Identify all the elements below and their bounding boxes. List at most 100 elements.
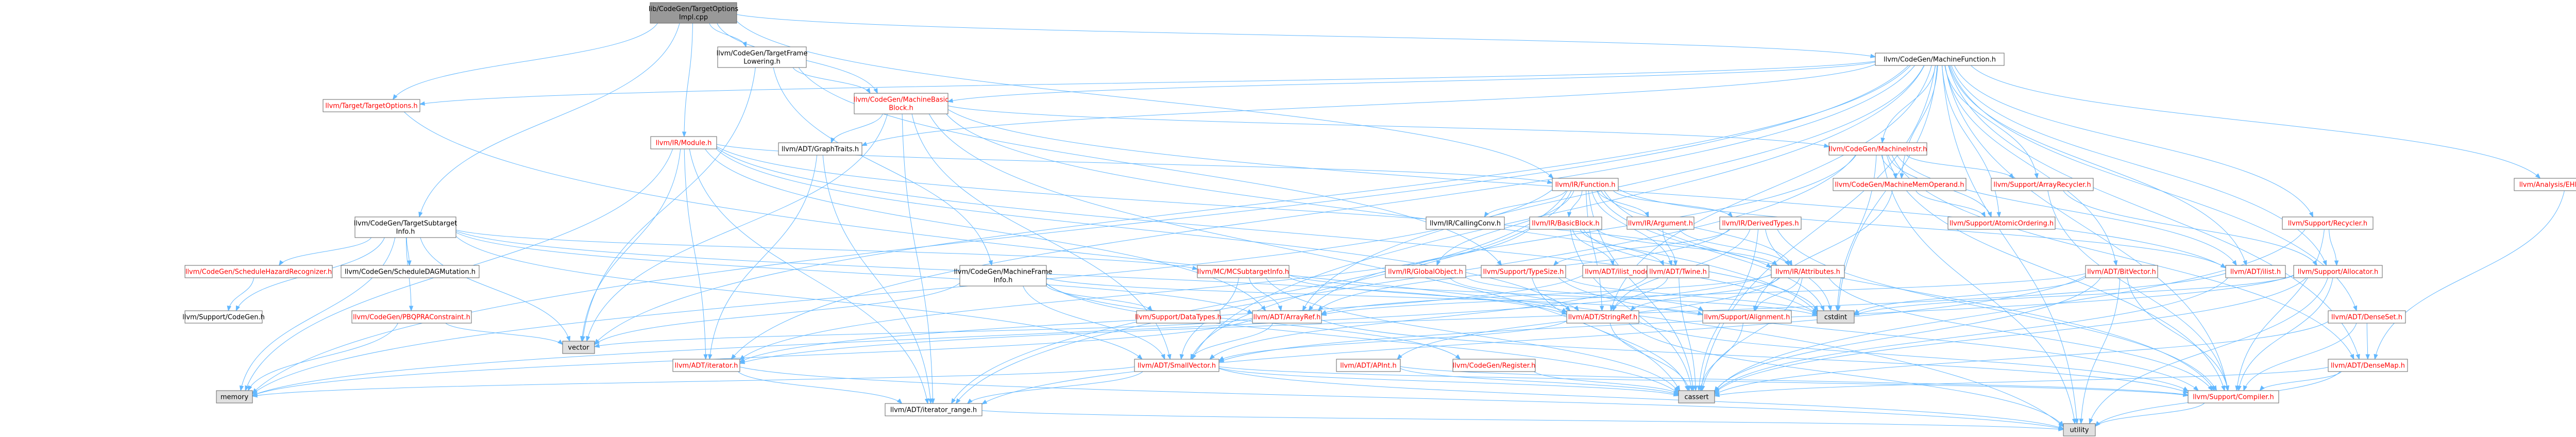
node-arec[interactable]: llvm/Support/ArrayRecycler.h [1991, 178, 2094, 191]
node-label-reg-line-0: llvm/CodeGen/Register.h [1453, 362, 1536, 370]
node-sref[interactable]: llvm/ADT/StringRef.h [1566, 310, 1639, 324]
edge-arrowhead-alloc-to-cstdint [1853, 311, 1860, 316]
edge-arg-to-twine [1662, 229, 1676, 266]
node-bv[interactable]: llvm/ADT/BitVector.h [2085, 265, 2158, 278]
node-aeh[interactable]: llvm/Analysis/EHPersonalities.h [2514, 178, 2576, 191]
edge-arrowhead-arg-to-twine [1673, 260, 1678, 266]
edge-bb-to-attr [1596, 229, 1777, 266]
edge-mi-to-dmap [1891, 155, 2354, 360]
node-sdt[interactable]: llvm/Support/DataTypes.h [1135, 310, 1222, 324]
node-reg[interactable]: llvm/CodeGen/Register.h [1452, 359, 1536, 372]
edge-root-to-mod [684, 23, 693, 137]
node-dset[interactable]: llvm/ADT/DenseSet.h [2328, 310, 2406, 324]
node-iter[interactable]: llvm/ADT/iterator.h [672, 359, 740, 372]
edge-arrowhead-irf-to-attr [1788, 260, 1792, 266]
node-box-tsi [354, 216, 456, 238]
edge-mfi-to-vector [594, 282, 960, 345]
node-sdm[interactable]: llvm/CodeGen/ScheduleDAGMutation.h [341, 265, 480, 278]
edge-arrowhead-mod-to-itrange [924, 398, 929, 405]
edge-mod-to-cstdint [716, 147, 1818, 314]
edge-arrowhead-attr-to-sref [1630, 306, 1636, 312]
node-label-itrange-line-0: llvm/ADT/iterator_range.h [890, 407, 977, 414]
edge-arrowhead-mod-to-memory [245, 385, 249, 392]
node-svec[interactable]: llvm/ADT/SmallVector.h [1134, 359, 1219, 372]
node-mcsi[interactable]: llvm/MC/MCSubtargetInfo.h [1197, 265, 1290, 278]
node-ilistnode[interactable]: llvm/ADT/ilist_node.h [1582, 265, 1658, 278]
node-pbqp[interactable]: llvm/CodeGen/PBQPRAConstraint.h [351, 310, 472, 324]
node-ilist[interactable]: llvm/ADT/ilist.h [2225, 265, 2286, 278]
node-apint[interactable]: llvm/ADT/APInt.h [1336, 359, 1401, 372]
node-label-tfl-line-1: Lowering.h [743, 58, 780, 66]
node-bb[interactable]: llvm/IR/BasicBlock.h [1529, 216, 1602, 230]
node-salign[interactable]: llvm/Support/Alignment.h [1702, 310, 1792, 324]
node-dmap[interactable]: llvm/ADT/DenseMap.h [2328, 359, 2408, 372]
node-irf[interactable]: llvm/IR/Function.h [1552, 178, 1619, 191]
node-dt[interactable]: llvm/IR/DerivedTypes.h [1719, 216, 1802, 230]
edge-itrange-to-utility [981, 410, 2064, 430]
edge-arrowhead-mod-to-vector [580, 336, 585, 342]
edge-arrowhead-bv-to-utility [2079, 418, 2083, 425]
edge-arrowhead-go-to-sref [1573, 305, 1579, 312]
node-mod[interactable]: llvm/IR/Module.h [650, 136, 717, 149]
node-mf[interactable]: llvm/CodeGen/MachineFunction.h [1875, 53, 2005, 66]
edge-mf-to-bv [1944, 65, 2117, 266]
node-aref[interactable]: llvm/ADT/ArrayRef.h [1252, 310, 1322, 324]
node-box-itrange [885, 403, 982, 416]
node-itrange[interactable]: llvm/ADT/iterator_range.h [885, 403, 982, 416]
node-ts[interactable]: llvm/Support/TypeSize.h [1481, 265, 1566, 278]
node-mi[interactable]: llvm/CodeGen/MachineInstr.h [1828, 142, 1927, 156]
edge-arrowhead-sref-to-cassert [1686, 385, 1690, 392]
node-label-mfi-line-0: llvm/CodeGen/MachineFrame [954, 268, 1053, 276]
node-mmo[interactable]: llvm/CodeGen/MachineMemOperand.h [1833, 178, 1967, 191]
edge-mbb-to-cassert [928, 113, 1680, 391]
edge-arrowhead-bv-to-aref [1320, 311, 1327, 316]
edge-tfl-to-vector [582, 67, 756, 342]
node-attr[interactable]: llvm/IR/Attributes.h [1771, 265, 1845, 278]
edge-arrowhead-tfl-to-mbb [866, 88, 871, 94]
edge-sref-to-svec [1218, 321, 1567, 361]
edge-arrowhead-iter-to-itrange [896, 398, 903, 404]
edge-bv-to-cstdint [1854, 277, 2086, 314]
edge-arrowhead-attr-to-comp [2208, 385, 2213, 392]
edge-arrowhead-mf-to-ilist [2243, 260, 2247, 266]
edge-arrowhead-salign-to-cassert [1699, 385, 1703, 392]
node-arg[interactable]: llvm/IR/Argument.h [1626, 216, 1694, 230]
node-label-comp-line-0: llvm/Support/Compiler.h [2193, 394, 2274, 401]
node-label-ts-line-0: llvm/Support/TypeSize.h [1483, 268, 1564, 276]
node-label-attr-line-0: llvm/IR/Attributes.h [1775, 268, 1840, 276]
edge-arrowhead-mfi-to-reg [1455, 354, 1461, 360]
node-label-mi-line-0: llvm/CodeGen/MachineInstr.h [1829, 146, 1927, 154]
edge-bv-to-utility [2080, 277, 2121, 424]
node-rec[interactable]: llvm/Support/Recycler.h [2282, 216, 2374, 230]
edge-irf-to-dt [1613, 190, 1733, 217]
node-alloc[interactable]: llvm/Support/Allocator.h [2293, 265, 2383, 278]
node-to[interactable]: llvm/Target/TargetOptions.h [323, 99, 420, 112]
edge-irf-to-sref [1586, 190, 1602, 311]
node-gt[interactable]: llvm/ADT/GraphTraits.h [778, 142, 862, 156]
node-go[interactable]: llvm/IR/GlobalObject.h [1385, 265, 1466, 278]
edge-arrowhead-itrange-to-utility [2058, 427, 2064, 431]
node-twine[interactable]: llvm/ADT/Twine.h [1647, 265, 1709, 278]
node-comp[interactable]: llvm/Support/Compiler.h [2188, 390, 2279, 404]
edge-arrowhead-irf-to-cc [1484, 211, 1489, 218]
edge-arrowhead-mi-to-ao [1987, 211, 1992, 218]
edge-mod-to-sref [716, 148, 1571, 311]
edge-tfl-to-mfi [773, 67, 992, 266]
edge-irf-to-cstdint [1597, 190, 1824, 311]
edge-go-to-sref [1449, 277, 1579, 311]
node-label-irf-line-0: llvm/IR/Function.h [1555, 181, 1616, 189]
node-label-mbb-line-0: llvm/CodeGen/MachineBasic [854, 96, 949, 104]
edge-arrowhead-root-to-mbb [873, 88, 878, 94]
node-ao[interactable]: llvm/Support/AtomicOrdering.h [1947, 216, 2056, 230]
node-scg[interactable]: llvm/Support/CodeGen.h [182, 310, 265, 324]
node-box-arg [1626, 216, 1694, 230]
edge-arrowhead-twine-to-svec [1209, 354, 1215, 360]
edge-arrowhead-bv-to-comp [2225, 385, 2229, 392]
node-box-aref [1252, 310, 1322, 324]
node-shr[interactable]: llvm/CodeGen/ScheduleHazardRecognizer.h [184, 265, 333, 278]
node-cc[interactable]: llvm/IR/CallingConv.h [1426, 216, 1505, 230]
